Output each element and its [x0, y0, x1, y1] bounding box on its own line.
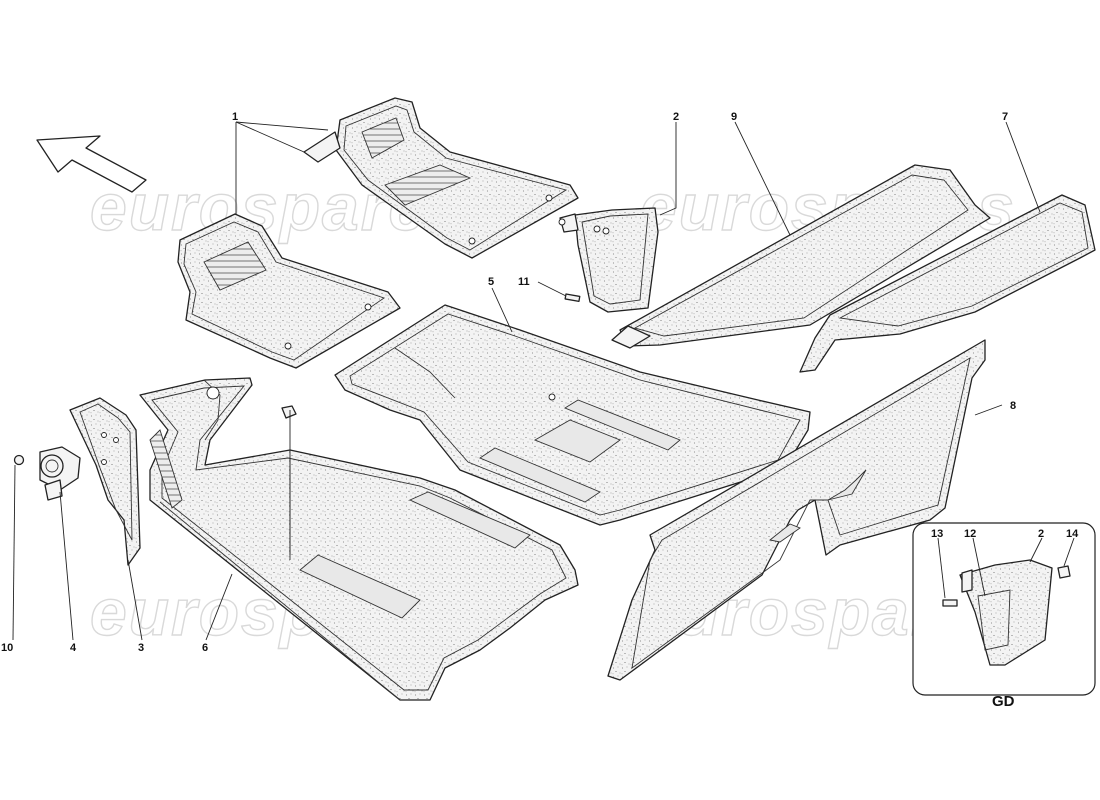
- direction-arrow-icon: [36, 135, 147, 193]
- part-labels: 1 2 9 7 5 11 8 10 4 3 6 13 12 2 14: [1, 111, 1079, 654]
- floor-mat-left: [177, 213, 401, 369]
- part-label: 9: [731, 111, 737, 123]
- rear-bulkhead: [607, 339, 986, 681]
- floor-mat-right: [303, 97, 579, 259]
- part-label: 8: [1010, 400, 1016, 412]
- part-label: 14: [1066, 528, 1079, 540]
- nut-icon: [13, 454, 25, 466]
- tunnel-carpet: [334, 304, 811, 526]
- bracket-panel: [558, 207, 659, 313]
- part-label: 13: [931, 528, 943, 540]
- part-label: 1: [232, 111, 238, 123]
- part-label: 2: [1038, 528, 1044, 540]
- floor-carpet: [139, 377, 579, 701]
- leader-lines: [12, 121, 1041, 641]
- part-label: 4: [70, 642, 77, 654]
- part-label: 5: [488, 276, 494, 288]
- speaker-icon: [39, 446, 81, 501]
- part-label: 7: [1002, 111, 1008, 123]
- part-label: 3: [138, 642, 144, 654]
- part-label: 6: [202, 642, 208, 654]
- rear-shelf-trim: [611, 164, 991, 349]
- detail-box-title: GD: [992, 693, 1015, 710]
- screw-icon: [537, 281, 581, 303]
- part-label: 12: [964, 528, 976, 540]
- clip-icon: [281, 405, 297, 555]
- part-label: 10: [1, 642, 13, 654]
- detail-box: GD: [912, 522, 1096, 710]
- side-panel-bracket: [69, 397, 141, 566]
- rear-trim-strip: [799, 194, 1096, 373]
- part-label: 2: [673, 111, 679, 123]
- part-label: 11: [518, 276, 530, 288]
